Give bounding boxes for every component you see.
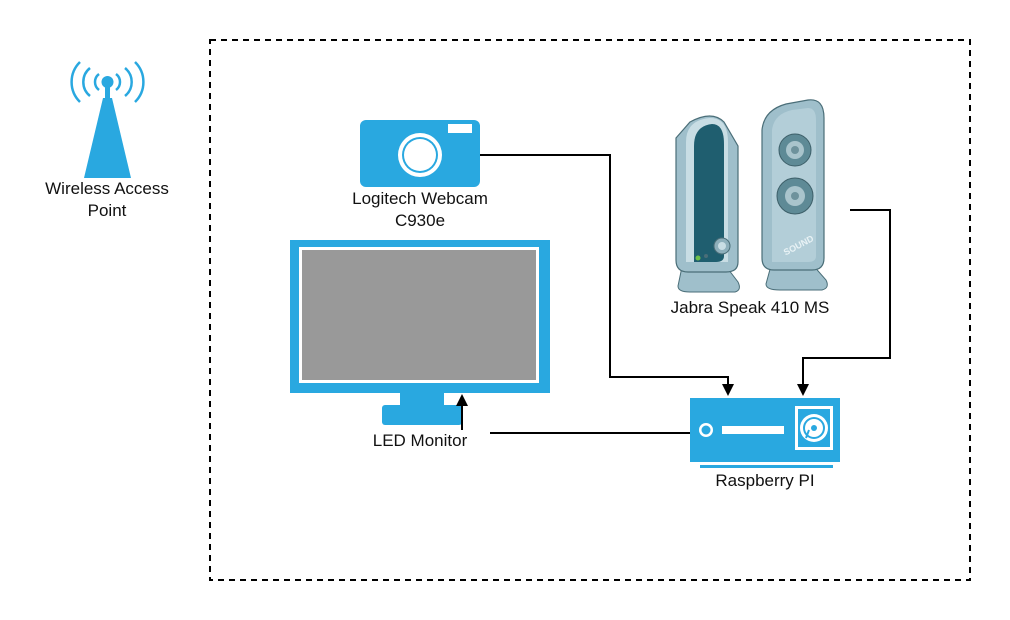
- webcam-label-line1: Logitech Webcam: [352, 189, 488, 208]
- media-device-icon[interactable]: [690, 398, 840, 468]
- camera-icon[interactable]: [360, 120, 480, 187]
- edge-raspberry-pi-to-monitor: [456, 394, 690, 434]
- edge-webcam-to-raspberry-pi: [480, 154, 734, 396]
- monitor-label: LED Monitor: [350, 430, 490, 452]
- webcam-label-line2: C930e: [394, 211, 446, 230]
- wireless-antenna-icon[interactable]: [70, 61, 145, 178]
- access-point-label: Wireless Access Point: [37, 178, 177, 222]
- system-boundary: [209, 39, 971, 581]
- access-point-label-line1: Wireless Access: [45, 179, 169, 198]
- access-point-label-line2: Point: [87, 201, 127, 220]
- monitor-icon[interactable]: [290, 240, 550, 425]
- speaker-pair-icon[interactable]: SOUND: [675, 99, 828, 293]
- raspberry-pi-label: Raspberry PI: [715, 471, 815, 490]
- speakers-label: Jabra Speak 410 MS: [670, 298, 830, 317]
- webcam-label: Logitech Webcam C930e: [340, 188, 500, 232]
- edge-speakers-to-raspberry-pi: [797, 209, 891, 396]
